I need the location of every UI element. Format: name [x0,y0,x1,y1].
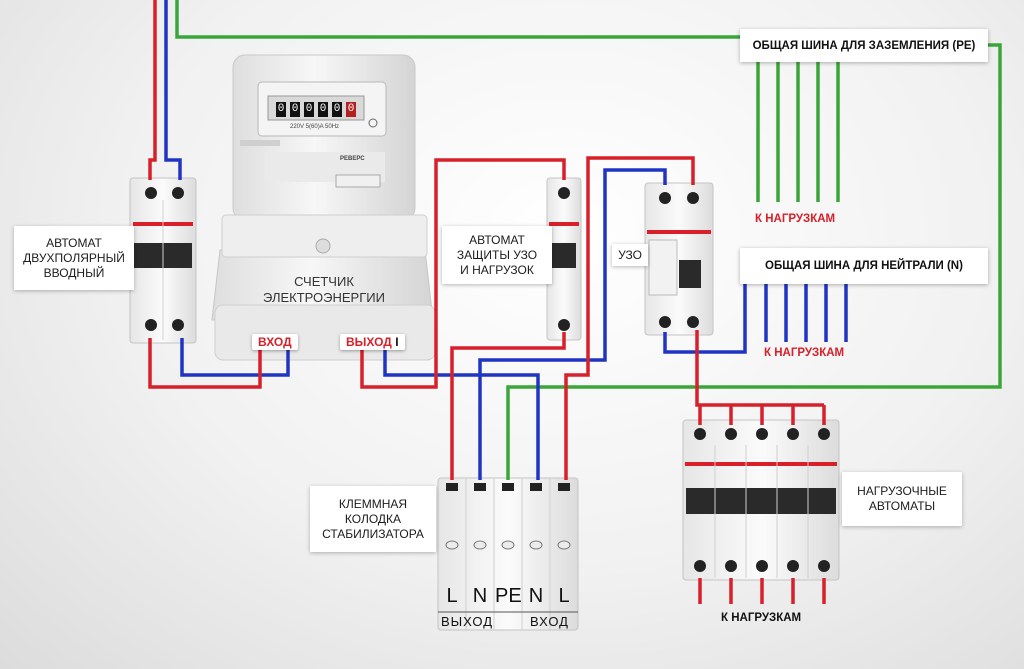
wire-n-rcd-bus [663,284,747,354]
terminal-input-word: ВХОД [530,614,569,629]
wire-l-terminal-rcdbreaker [450,332,566,480]
wire-pe-loads [756,62,840,202]
load-breakers-label: НАГРУЗОЧНЫЕ АВТОМАТЫ [842,472,962,526]
wire-n-meter-terminal [383,345,540,480]
meter-output-label: ВЫХОД [346,335,392,349]
wire-l-meter-terminal [360,158,566,389]
to-loads-bottom: К НАГРУЗКАМ [721,612,802,624]
terminal-output-word: ВЫХОД [441,614,494,629]
rcd-label: УЗО [612,244,648,266]
terminal-letter: N [528,585,544,607]
meter-digit: 0 [318,102,328,117]
wire-l-load-drops [698,405,826,425]
stabilizer-terminal-block [437,477,579,631]
wire-n-breaker-meter [180,338,290,377]
meter-output-mark: I [395,335,399,349]
load-breakers [682,419,840,581]
wire-n-terminal-rcd [478,168,667,480]
rcd-protection-breaker [546,177,582,341]
wire-l-rcd-loads [695,330,824,407]
terminal-letter: PE [495,585,522,607]
wire-n-input [164,0,182,180]
pe-bus-label: ОБЩАЯ ШИНА ДЛЯ ЗАЗЕМЛЕНИЯ (PE) [740,29,988,62]
to-loads-n: К НАГРУЗКАМ [764,347,845,359]
n-bus-label: ОБЩАЯ ШИНА ДЛЯ НЕЙТРАЛИ (N) [740,248,988,284]
terminal-block-label: КЛЕММНАЯ КОЛОДКА СТАБИЛИЗАТОРА [310,486,436,552]
terminal-letter: L [446,585,458,607]
rcd-device [644,182,714,336]
terminal-letter: N [472,585,488,607]
main-two-pole-breaker [129,177,197,344]
rcd-breaker-label: АВТОМАТ ЗАЩИТЫ УЗО И НАГРУЗОК [442,226,552,284]
meter-digit: 0 [276,102,286,117]
meter-brand: РЕВЕРС [340,156,365,162]
meter-digit: 0 [346,102,356,117]
electricity-meter [211,54,436,361]
wire-l-breaker-rcd [564,156,695,480]
meter-input-tag: ВХОД [252,334,298,350]
meter-spec: 220V 5(60)A 50Hz [290,124,340,130]
wire-n-loads [764,284,848,342]
wire-l-breaker-meter [148,338,262,389]
wire-l-input [148,0,157,180]
main-breaker-label: АВТОМАТ ДВУХПОЛЯРНЫЙ ВВОДНЫЙ [14,226,134,290]
meter-digit: 0 [304,102,314,117]
wire-pe-bus-right [506,43,1002,480]
terminal-letter: L [558,585,570,607]
wire-pe-main [175,0,740,39]
meter-label: СЧЕТЧИК ЭЛЕКТРОЭНЕРГИИ [263,274,385,305]
to-loads-pe: К НАГРУЗКАМ [755,213,836,225]
meter-digit: 0 [290,102,300,117]
wire-l-load-outputs [698,578,826,604]
meter-digit: 0 [332,102,342,117]
meter-output-tag: ВЫХОД I [340,334,405,350]
